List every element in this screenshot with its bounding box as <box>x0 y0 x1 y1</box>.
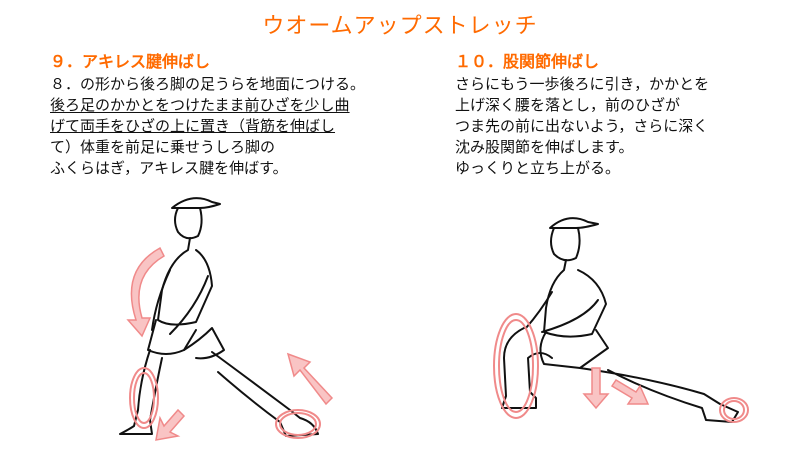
down-left-arrow-icon <box>155 408 186 441</box>
right-line-4: 沈み股関節を伸ばします。 <box>455 138 634 156</box>
left-line-5: ふくらはぎ，アキレス腱を伸ばす。 <box>50 159 288 177</box>
left-line-2-underlined: 後ろ足のかかとをつけたまま前ひざを少し曲 <box>50 96 350 114</box>
down-arrow-icon <box>582 367 610 410</box>
page-title: ウオームアップストレッチ <box>262 14 538 39</box>
curved-arrow-icon <box>126 246 165 338</box>
right-line-5: ゆっくりと立ち上がる。 <box>455 159 621 177</box>
right-line-1: さらにもう一歩後ろに引き，かかとを <box>455 75 710 93</box>
calf-highlight-icon <box>129 367 159 429</box>
left-line-1: ８．の形から後ろ脚の足うらを地面につける。 <box>50 75 366 93</box>
back-foot-highlight-icon <box>719 397 749 423</box>
hip-stretch-illustration <box>493 217 749 423</box>
left-line-4: て）体重を前足に乗せうしろ脚の <box>50 138 276 156</box>
right-description: さらにもう一歩後ろに引き，かかとを 上げ深く腰を落とし，前のひざが つま先の前に… <box>455 74 775 179</box>
left-heading: ９．アキレス腱伸ばし <box>50 52 211 71</box>
up-left-arrow-icon <box>286 352 334 406</box>
left-description: ８．の形から後ろ脚の足うらを地面につける。 後ろ足のかかとをつけたまま前ひざを少… <box>50 74 410 179</box>
heel-highlight-icon <box>275 409 321 439</box>
cap-icon <box>171 197 221 209</box>
right-heading: １０．股関節伸ばし <box>455 52 600 71</box>
right-line-3: つま先の前に出ないよう，さらに深く <box>455 117 709 135</box>
down-right-arrow-icon <box>610 378 650 405</box>
right-line-2: 上げ深く腰を落とし，前のひざが <box>455 96 681 114</box>
left-line-2: 後ろ足のかかとをつけたまま前ひざを少し曲 <box>50 95 410 116</box>
achilles-stretch-illustration <box>119 197 334 441</box>
left-line-3: げて両手をひざの上に置き（背筋を伸ばし <box>50 117 336 135</box>
front-leg-highlight-icon <box>493 313 539 419</box>
